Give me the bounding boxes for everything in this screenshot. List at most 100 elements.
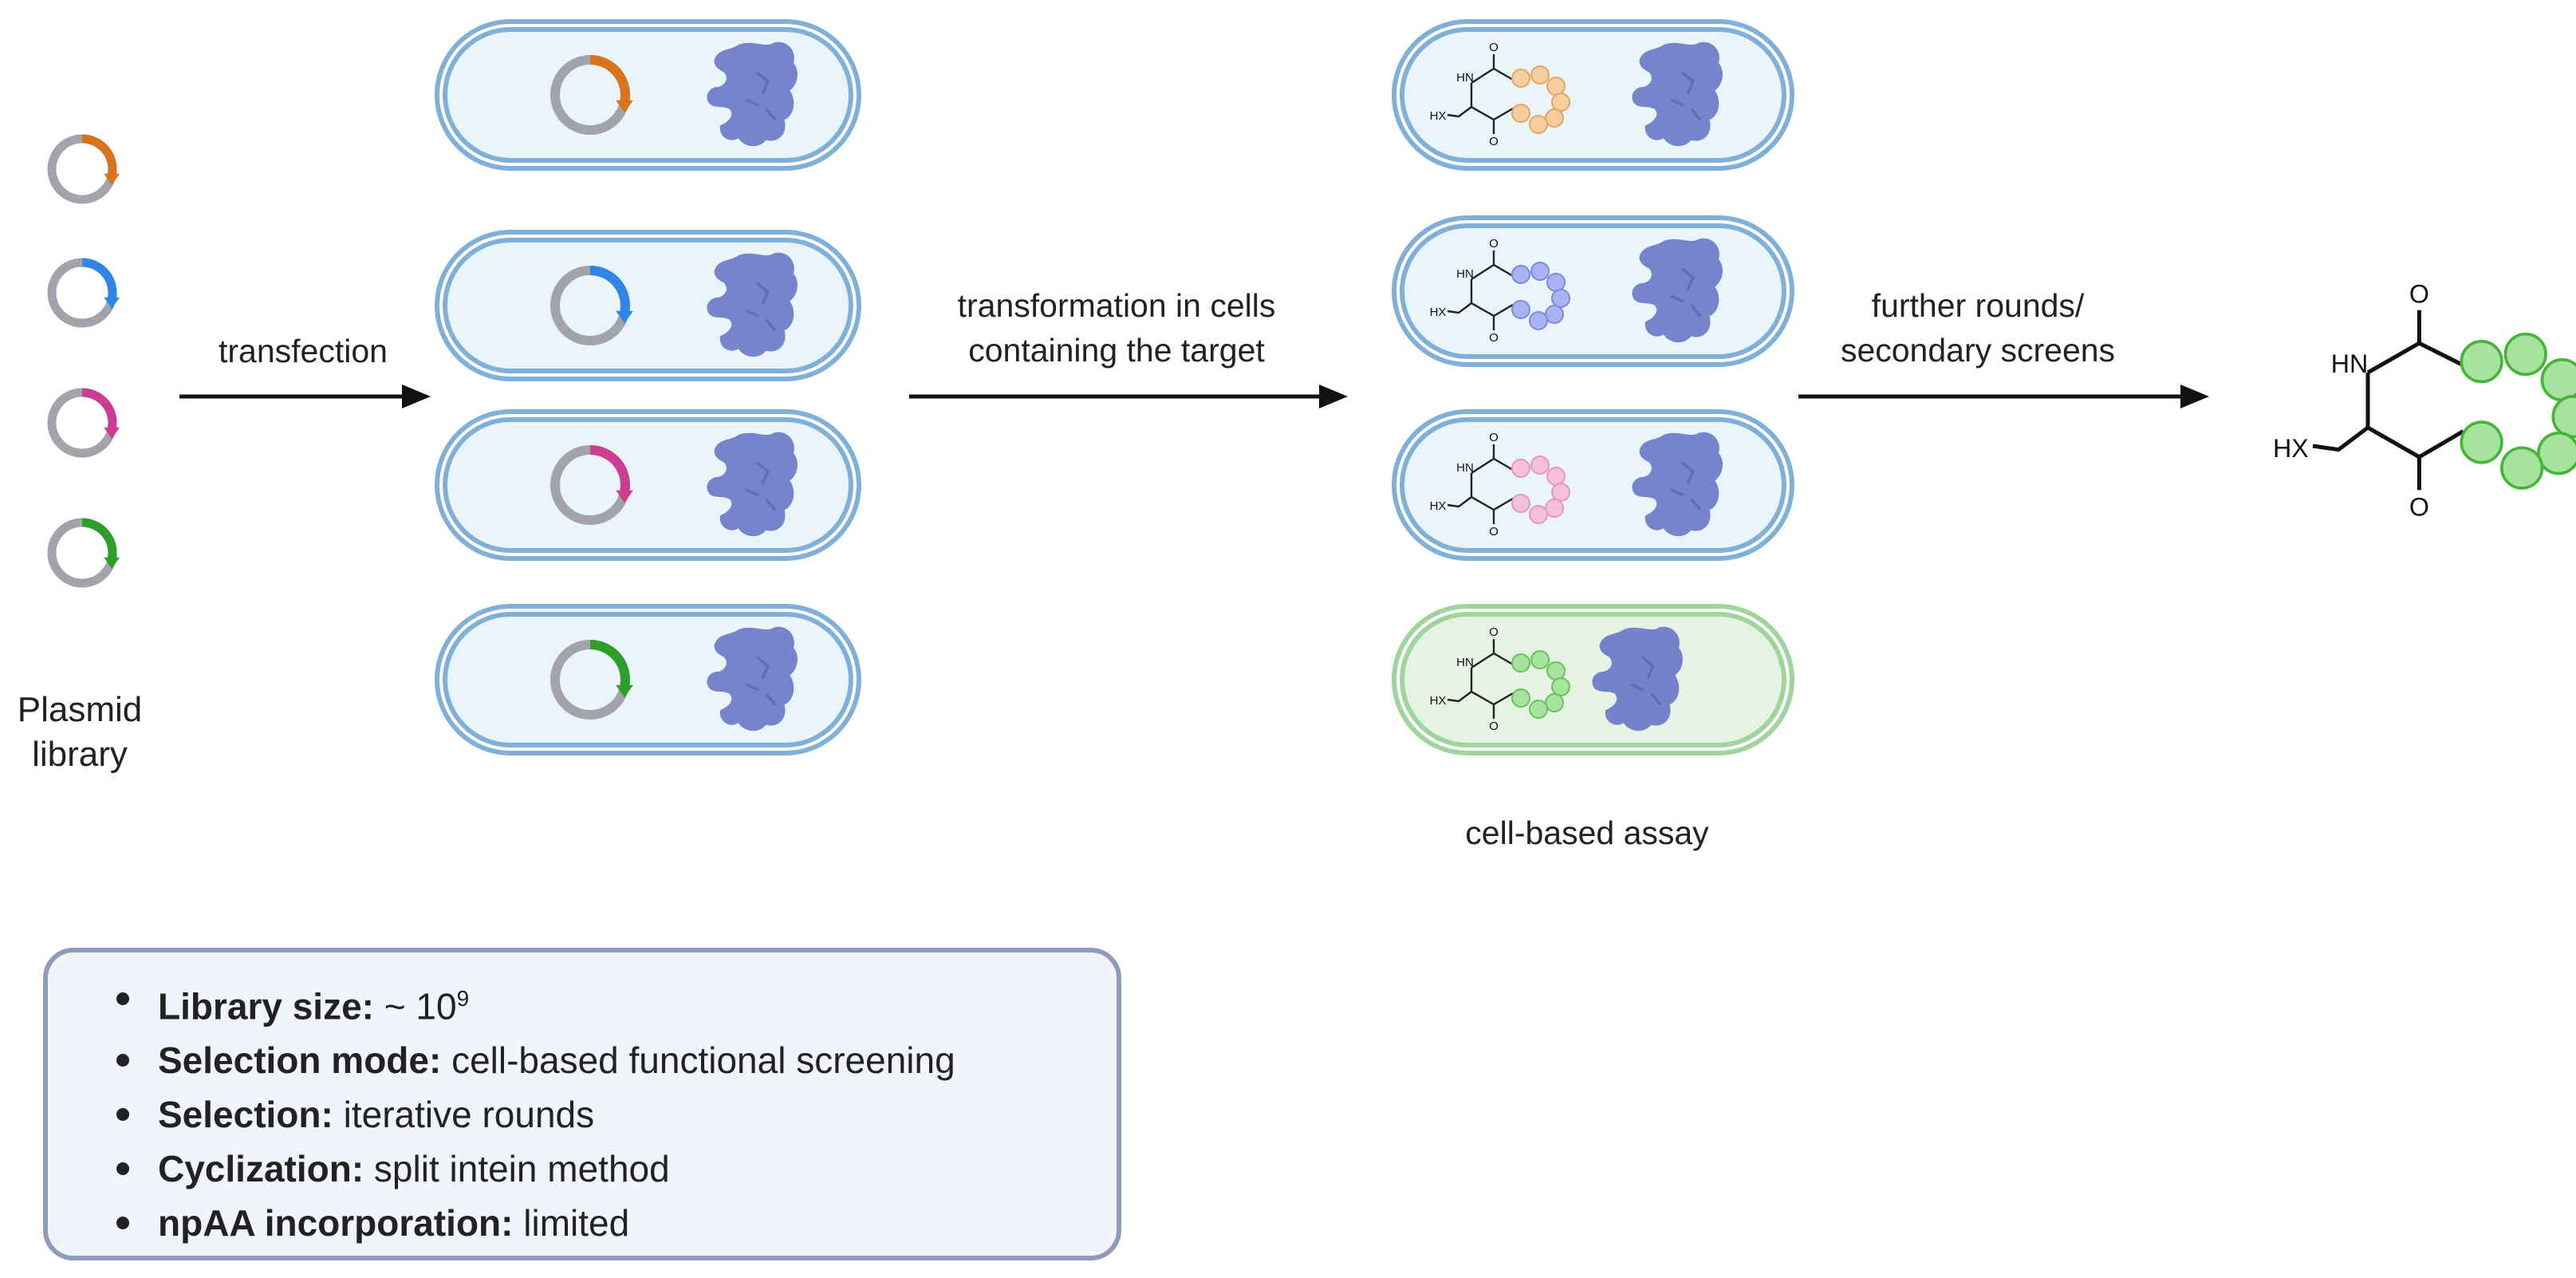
target-protein (707, 432, 798, 536)
process-arrow (179, 385, 431, 408)
amine-label: HN (1456, 656, 1474, 669)
hx-label: HX (1430, 694, 1447, 708)
product-amine-label: HN (2331, 349, 2369, 378)
amino-acid-bead (1530, 506, 1547, 523)
process-arrows (179, 385, 2209, 408)
product-amino-acid-bead (2461, 341, 2502, 382)
amino-acid-bead (1530, 700, 1547, 718)
plasmid-library-group (52, 139, 120, 583)
amino-acid-bead (1512, 69, 1530, 87)
arrow-head (1319, 385, 1348, 408)
summary-key: npAA incorporation: (158, 1202, 513, 1244)
amino-acid-bead (1546, 306, 1563, 323)
amino-acid-bead (1546, 109, 1563, 127)
amino-acid-bead (1531, 651, 1549, 669)
summary-value: cell-based functional screening (441, 1039, 955, 1081)
carbonyl-oxygen-label: O (1489, 431, 1499, 444)
hx-label: HX (1430, 109, 1447, 123)
plasmid (52, 262, 120, 323)
amino-acid-bead (1512, 495, 1530, 512)
amine-label: HN (1456, 461, 1474, 475)
amino-acid-bead (1512, 689, 1530, 707)
plasmid-insert (82, 523, 112, 559)
product-oxygen-label: O (2409, 280, 2429, 309)
cell-based-assay-label: cell-based assay (1404, 811, 1771, 855)
amino-acid-bead (1547, 274, 1565, 291)
carbonyl-oxygen-label: O (1489, 237, 1499, 250)
amino-acid-bead (1512, 105, 1530, 122)
cell-cytoplasm (1404, 32, 1782, 158)
amine-label: HN (1456, 267, 1474, 281)
transfected-cell (435, 409, 861, 561)
carbonyl-oxygen-label: O (1489, 525, 1499, 538)
amino-acid-bead (1512, 301, 1530, 318)
summary-value: limited (513, 1202, 629, 1244)
amino-acid-bead (1531, 262, 1549, 280)
target-protein (1632, 239, 1723, 342)
amino-acid-bead (1546, 499, 1563, 517)
protein-shape (1632, 239, 1723, 342)
carbonyl-oxygen-label: O (1489, 625, 1499, 639)
protein-shape (707, 432, 798, 536)
summary-key: Cyclization: (158, 1148, 364, 1189)
product-amino-acid-bead (2553, 396, 2576, 437)
protein-shape (707, 253, 798, 357)
arrow-head (2180, 385, 2209, 408)
amine-label: HN (1456, 71, 1474, 85)
product-amino-acid-bead (2543, 360, 2576, 400)
cell-cytoplasm (1404, 228, 1782, 354)
target-protein (707, 42, 798, 146)
summary-key: Selection mode: (158, 1039, 441, 1081)
amino-acid-bead (1512, 460, 1530, 477)
amino-acid-bead (1552, 483, 1570, 501)
target-protein (707, 627, 798, 731)
amino-acid-bead (1512, 266, 1530, 283)
summary-value: iterative rounds (333, 1094, 594, 1135)
carbonyl-oxygen-label: O (1489, 135, 1499, 148)
transfected-cells-group (435, 19, 861, 755)
amino-acid-bead (1552, 290, 1570, 307)
plasmid (52, 139, 120, 199)
protein-shape (1632, 432, 1723, 536)
amino-acid-bead (1552, 93, 1570, 111)
plasmid-insert (82, 392, 112, 429)
product-amino-acid-bead (2539, 433, 2576, 474)
transfection-label: transfection (171, 329, 435, 373)
plasmid-library-label: Plasmid library (0, 688, 160, 777)
product-oxygen-label: O (2409, 492, 2429, 521)
protein-shape (707, 42, 798, 146)
transfected-cell (435, 604, 861, 755)
plasmid-insert (82, 139, 112, 176)
process-arrow (909, 385, 1348, 408)
summary-key: Selection: (158, 1094, 333, 1135)
transformation-label: transformation in cells containing the t… (909, 283, 1324, 373)
amino-acid-bead (1530, 116, 1547, 133)
carbonyl-oxygen-label: O (1489, 41, 1499, 54)
summary-superscript: 9 (457, 986, 470, 1011)
amino-acid-bead (1530, 312, 1547, 329)
cell-cytoplasm (1404, 422, 1782, 548)
product-backbone (2313, 310, 2464, 490)
target-protein (1632, 432, 1723, 536)
plasmid (52, 392, 120, 453)
transfected-cell (435, 19, 861, 171)
product-amino-acid-bead (2502, 448, 2543, 488)
further-rounds-label: further rounds/ secondary screens (1802, 283, 2153, 373)
amino-acid-bead (1546, 694, 1563, 712)
amino-acid-bead (1547, 77, 1565, 95)
arrow-head (402, 385, 431, 408)
amino-acid-bead (1512, 654, 1530, 672)
target-protein (1592, 627, 1683, 731)
hx-label: HX (1430, 499, 1447, 513)
assay-cell: O O HN HX (1392, 19, 1794, 171)
amino-acid-bead (1547, 662, 1565, 680)
amino-acid-bead (1531, 456, 1549, 474)
target-protein (707, 253, 798, 357)
transfected-cell (435, 230, 861, 381)
